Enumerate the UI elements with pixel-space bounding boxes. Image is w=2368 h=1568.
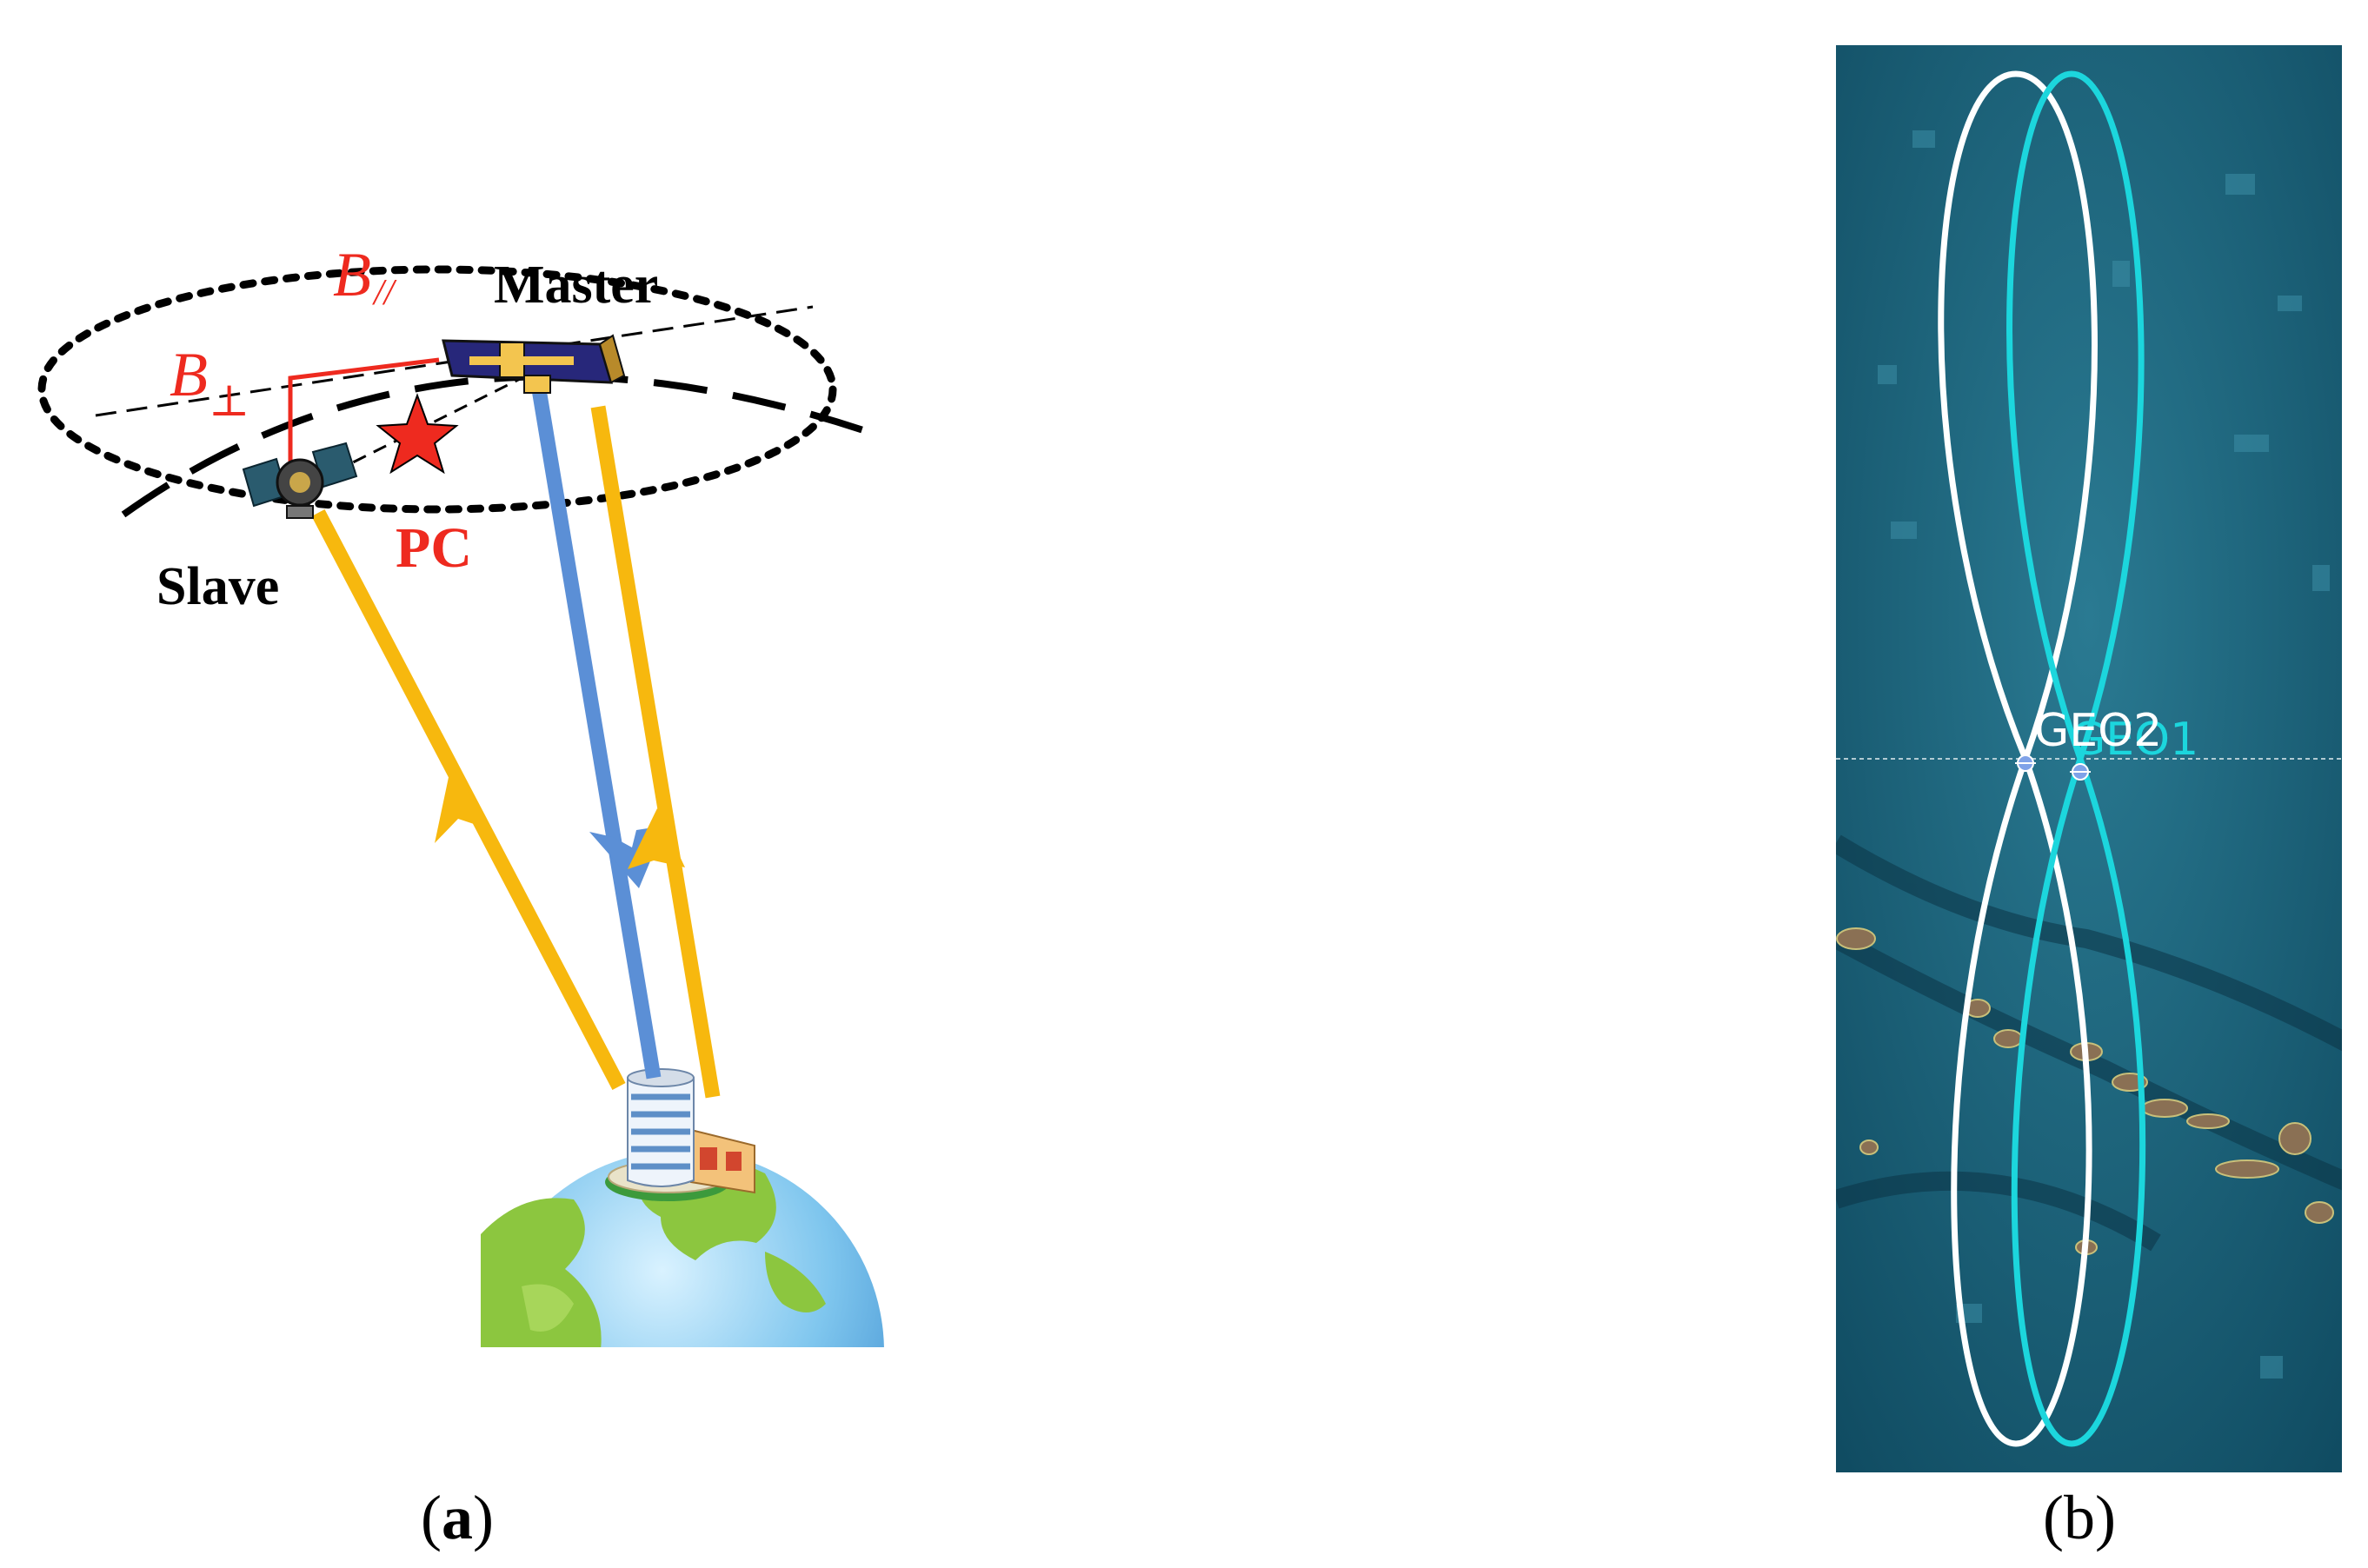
geo1-label: GEO1	[2071, 714, 2198, 766]
orbit-ellipse	[37, 265, 837, 514]
building-icon	[605, 1068, 755, 1201]
panel-b: GEO1 GEO2 (b)	[1836, 45, 2342, 1552]
b-parallel-symbol: B	[333, 240, 371, 309]
master-label: Master	[494, 256, 658, 315]
pc-label: PC	[396, 516, 472, 580]
master-satellite-icon	[442, 334, 626, 394]
b-perp-symbol: B	[170, 340, 208, 409]
b-perp-label: B⊥	[170, 340, 249, 425]
earth-icon	[481, 1150, 884, 1347]
slave-satellite-icon	[242, 442, 358, 519]
geo1-ground-track	[2006, 70, 2146, 1447]
pc-star-icon	[376, 393, 459, 475]
signal-rays	[311, 388, 721, 1099]
geo2-satellite-icon	[2015, 754, 2036, 772]
slave-ray-arrow-icon	[435, 765, 492, 843]
orbit-arc	[121, 373, 878, 518]
caption-b-letter: b	[2064, 1483, 2095, 1552]
panel-a: Master Slave PC B// B⊥ (a)	[37, 240, 884, 1552]
geo1-satellite-icon	[2070, 763, 2091, 781]
caption-a: (a)	[421, 1483, 494, 1552]
b-parallel-label: B//	[333, 240, 397, 313]
b-parallel-subscript: //	[372, 273, 397, 313]
caption-a-letter: a	[442, 1483, 473, 1552]
geo2-label: GEO2	[2034, 705, 2162, 757]
slave-label: Slave	[156, 557, 279, 616]
ocean-ridges	[1836, 834, 2342, 1252]
b-perp-subscript: ⊥	[209, 376, 249, 425]
master-ray-arrow-icon	[628, 808, 685, 869]
caption-b: (b)	[2043, 1483, 2116, 1552]
